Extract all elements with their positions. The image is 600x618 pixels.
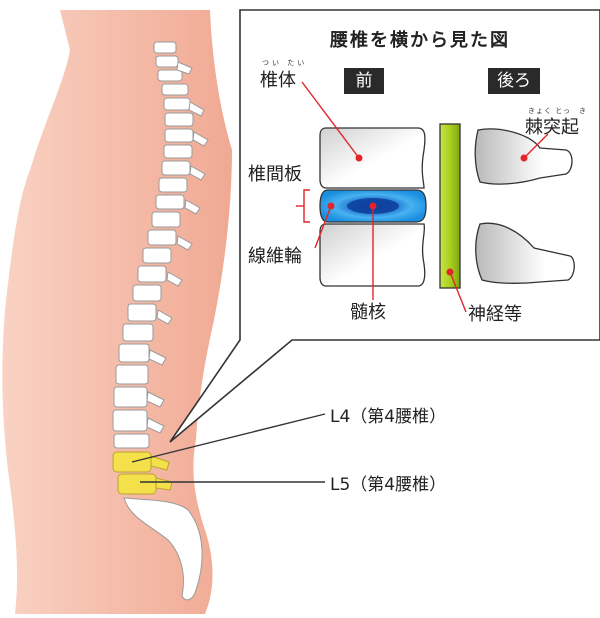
spinous-process-label: 棘突起 (525, 113, 579, 139)
intervertebral-disc-label: 椎間板 (248, 160, 302, 186)
body-silhouette (2, 10, 232, 614)
l4-label: L4（第4腰椎） (330, 402, 446, 427)
l5-label: L5（第4腰椎） (330, 470, 446, 495)
vertebral-body-label: 椎体 (260, 66, 296, 92)
nerve-column (440, 124, 460, 288)
vertebral-body-upper (320, 128, 425, 188)
nucleus-pulposus-label: 髄核 (350, 298, 386, 324)
front-tag: 前 (344, 68, 384, 94)
panel-title: 腰椎を横から見た図 (330, 26, 510, 52)
annulus-fibrosus-label: 線維輪 (248, 242, 302, 268)
back-tag: 後ろ (488, 68, 540, 94)
nerves-label: 神経等 (468, 300, 522, 326)
